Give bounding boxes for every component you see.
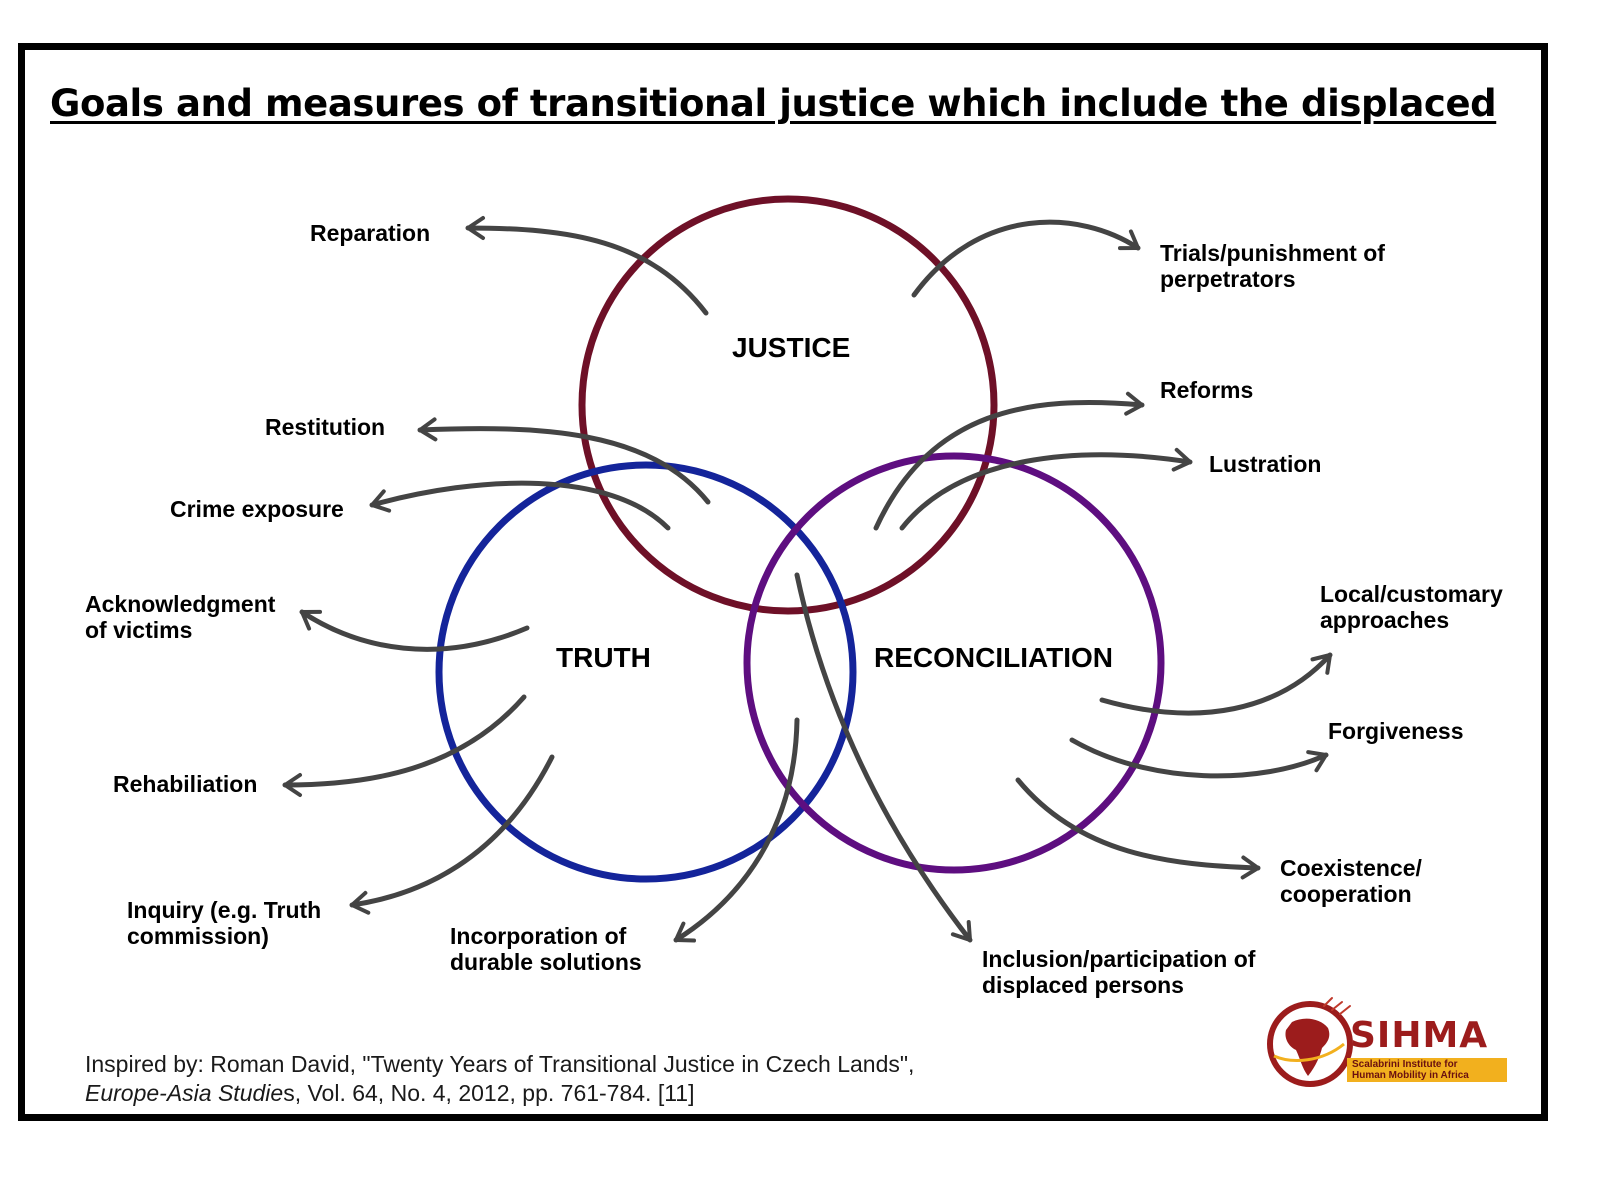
arrow-lustration: [899, 447, 1193, 531]
arrow-reparation: [465, 216, 709, 316]
measure-durable-solutions-line1: Incorporation of: [450, 923, 627, 949]
measure-inclusion-line1: Inclusion/participation of: [982, 946, 1256, 972]
credit-details: s, Vol. 64, No. 4, 2012, pp. 761-784. [1…: [283, 1080, 695, 1106]
measure-reforms: Reforms: [1160, 377, 1253, 403]
arrow-coexistence: [1015, 777, 1261, 880]
arrow-reforms: [873, 391, 1145, 531]
measure-inquiry-line2: commission): [127, 923, 269, 949]
measure-trials: Trials/punishment of perpetrators: [1160, 240, 1385, 292]
measure-crime-exposure: Crime exposure: [170, 496, 344, 522]
arrow-durable-solutions: [673, 717, 800, 943]
measure-reparation-line1: Reparation: [310, 220, 431, 246]
truth-label: TRUTH: [556, 642, 651, 673]
arrow-restitution: [417, 417, 711, 505]
truth-circle: [435, 461, 857, 883]
measure-rehabilitation-line1: Rehabiliation: [113, 771, 258, 797]
measure-durable-solutions: Incorporation of durable solutions: [450, 923, 642, 975]
arrow-forgiveness: [1069, 737, 1329, 779]
diagram-frame: [18, 43, 1548, 1121]
arrow-crime-exposure: [369, 480, 671, 531]
measure-lustration: Lustration: [1209, 451, 1321, 477]
measure-trials-line2: perpetrators: [1160, 266, 1296, 292]
logo-subtitle-line2: Human Mobility in Africa: [1352, 1070, 1469, 1081]
sihma-logo-globe-icon: [1267, 997, 1353, 1087]
arrow-inquiry: [349, 754, 555, 915]
arrow-trials: [911, 219, 1141, 298]
measure-reparation: Reparation: [310, 220, 430, 246]
measure-coexistence: Coexistence/ cooperation: [1280, 855, 1422, 907]
credit-line1: Inspired by: Roman David, "Twenty Years …: [85, 1051, 915, 1077]
measure-durable-solutions-line2: durable solutions: [450, 949, 642, 975]
measure-acknowledgment-line1: Acknowledgment: [85, 591, 276, 617]
arrow-local-approaches: [1099, 652, 1333, 716]
measure-inquiry-line1: Inquiry (e.g. Truth: [127, 897, 322, 923]
arrow-inclusion: [794, 572, 973, 943]
logo-wordmark: SIHMA: [1350, 1015, 1489, 1056]
reconciliation-label: RECONCILIATION: [874, 642, 1114, 673]
measure-acknowledgment-line2: of victims: [85, 617, 193, 643]
reconciliation-circle: [743, 452, 1165, 874]
logo-band: [1347, 1058, 1507, 1082]
justice-label: JUSTICE: [732, 332, 851, 363]
measure-restitution-line1: Restitution: [265, 414, 386, 440]
measure-crime-exposure-line1: Crime exposure: [170, 496, 344, 522]
measure-reforms-line1: Reforms: [1160, 377, 1254, 403]
measure-acknowledgment: Acknowledgment of victims: [85, 591, 275, 643]
measure-restitution: Restitution: [265, 414, 385, 440]
measure-rehabilitation: Rehabiliation: [113, 771, 257, 797]
measure-forgiveness-line1: Forgiveness: [1328, 718, 1464, 744]
credit-journal: Europe-Asia Studie: [85, 1080, 284, 1106]
measure-lustration-line1: Lustration: [1209, 451, 1322, 477]
measure-forgiveness: Forgiveness: [1328, 718, 1464, 744]
justice-circle: [578, 195, 998, 615]
logo-subtitle-line1: Scalabrini Institute for: [1352, 1059, 1458, 1070]
diagram-title: Goals and measures of transitional justi…: [50, 82, 1497, 125]
credit-line2: Europe-Asia Studies, Vol. 64, No. 4, 201…: [85, 1079, 914, 1108]
measure-local-approaches-line2: approaches: [1320, 607, 1450, 633]
measure-local-approaches: Local/customary approaches: [1320, 581, 1503, 633]
measure-inclusion: Inclusion/participation of displaced per…: [982, 946, 1255, 998]
measure-inclusion-line2: displaced persons: [982, 972, 1184, 998]
measure-trials-line1: Trials/punishment of: [1160, 240, 1385, 266]
source-credit: Inspired by: Roman David, "Twenty Years …: [85, 1050, 914, 1108]
arrow-rehabilitation: [282, 694, 527, 797]
measure-coexistence-line2: cooperation: [1280, 881, 1412, 907]
arrow-acknowledgment: [299, 609, 530, 652]
measure-coexistence-line1: Coexistence/: [1280, 855, 1422, 881]
measure-inquiry: Inquiry (e.g. Truth commission): [127, 897, 321, 949]
measure-local-approaches-line1: Local/customary: [1320, 581, 1503, 607]
logo-subtitle: Scalabrini Institute for Human Mobility …: [1352, 1059, 1469, 1081]
